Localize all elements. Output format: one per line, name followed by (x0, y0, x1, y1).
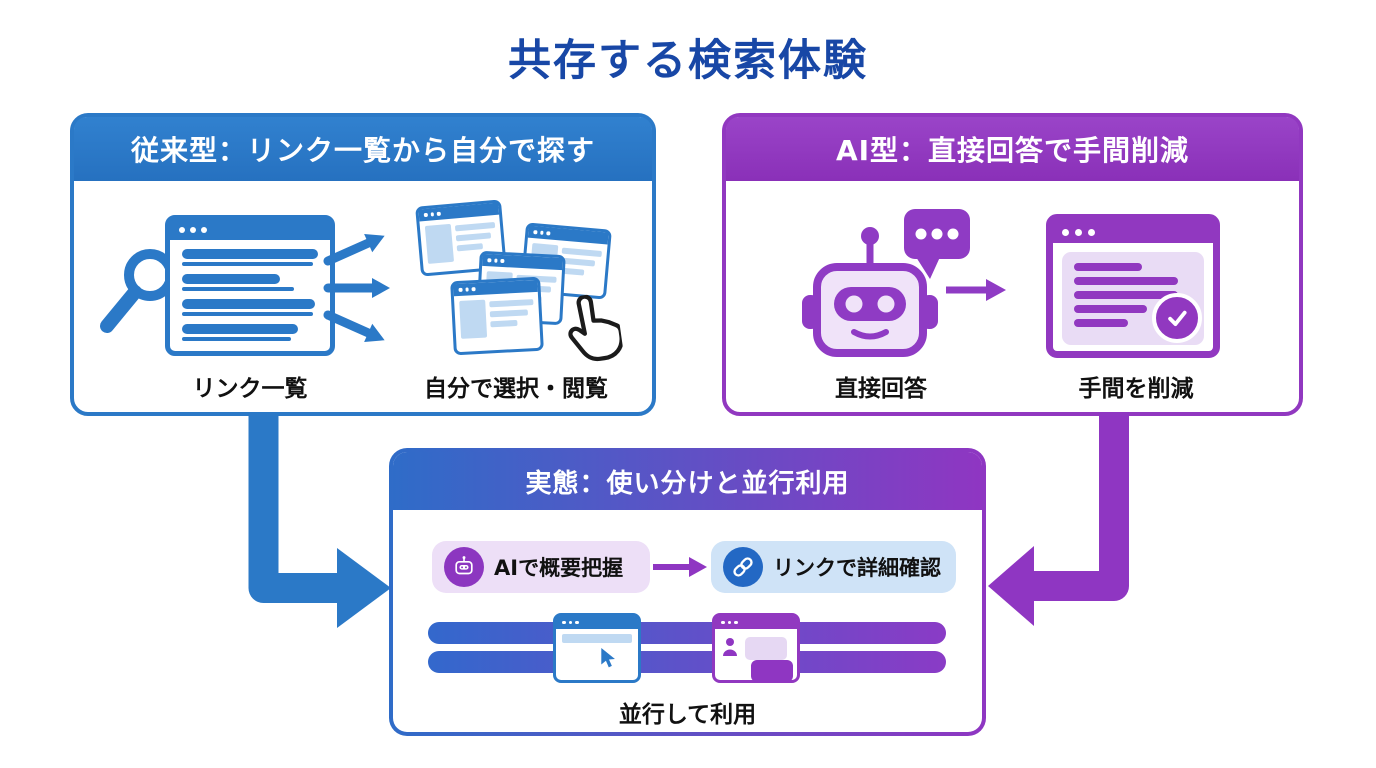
chat-bubble-dark-icon (751, 660, 793, 682)
pill-ai-overview: AIで概要把握 (432, 541, 650, 593)
label-self-browse: 自分で選択・閲覧 (424, 376, 608, 402)
robot-badge-icon (444, 547, 484, 587)
panel-traditional: 従来型：リンク一覧から自分で探す (70, 113, 656, 416)
browser-cursor-window (553, 613, 641, 683)
label-direct-answer: 直接回答 (835, 376, 927, 402)
page-title: 共存する検索体験 (508, 36, 868, 86)
label-link-list: リンク一覧 (192, 376, 308, 402)
answer-browser-window (1046, 214, 1220, 358)
fan-arrows-icon (323, 233, 390, 343)
panel-ai: AI型：直接回答で手間削減 (722, 113, 1303, 416)
result-list (170, 240, 330, 350)
flow-arrow-icon (653, 557, 707, 577)
label-reduce-effort: 手間を削減 (1078, 376, 1194, 402)
pill-ai-label: AIで概要把握 (494, 556, 624, 580)
check-icon (1152, 293, 1202, 343)
speech-bubble-icon (904, 209, 970, 279)
cursor-arrow-icon (601, 648, 615, 668)
panel-traditional-header: 従来型：リンク一覧から自分で探す (74, 117, 652, 181)
elbow-arrow-right-icon (988, 412, 1129, 626)
right-arrow-icon (946, 279, 1006, 301)
hand-pointer-icon (568, 294, 624, 362)
elbow-arrow-left-icon (248, 412, 391, 628)
answer-card (1062, 252, 1204, 345)
mini-browser-window (450, 276, 544, 356)
panel-ai-header: AI型：直接回答で手間削減 (726, 117, 1299, 181)
person-icon (723, 638, 737, 656)
window-dot-icon (179, 227, 185, 233)
panel-reality-header: 実態：使い分けと並行利用 (393, 452, 982, 510)
window-dot-icon (201, 227, 207, 233)
parallel-bar (428, 651, 946, 673)
pill-link-detail: リンクで詳細確認 (711, 541, 956, 593)
parallel-bar (428, 622, 946, 644)
chat-bubble-light-icon (745, 637, 787, 660)
label-parallel-use: 並行して利用 (618, 702, 757, 728)
address-bar (562, 634, 632, 643)
window-titlebar (1053, 221, 1213, 243)
browser-chat-window (712, 613, 800, 683)
panel-reality: 実態：使い分けと並行利用 AIで概要把握 (389, 448, 986, 736)
results-browser-window (165, 215, 335, 356)
window-titlebar (170, 220, 330, 240)
pill-link-label: リンクで詳細確認 (773, 556, 941, 580)
window-dot-icon (190, 227, 196, 233)
robot-icon (802, 209, 970, 357)
link-badge-icon (723, 547, 763, 587)
